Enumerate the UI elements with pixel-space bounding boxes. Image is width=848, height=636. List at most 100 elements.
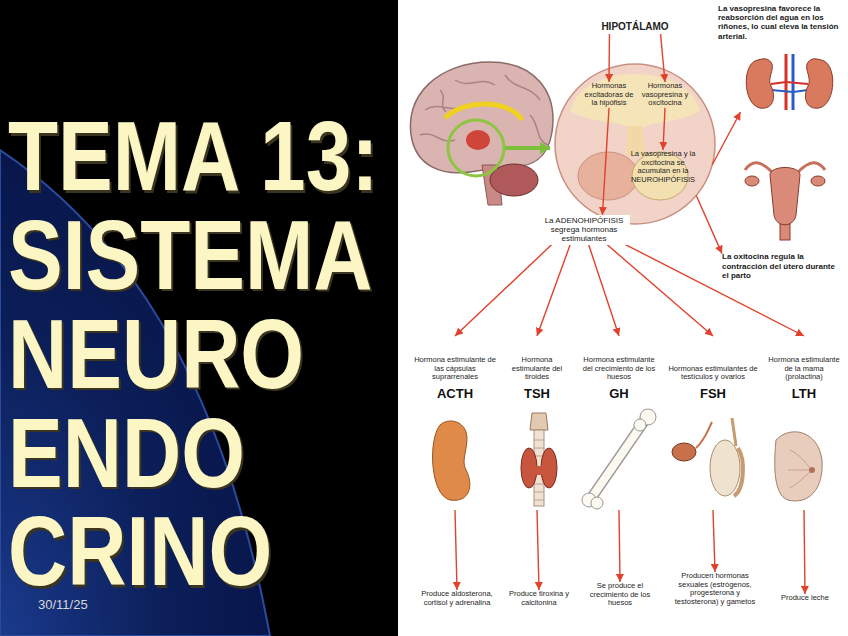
bone-illustration	[591, 497, 603, 509]
bone-illustration	[582, 409, 656, 509]
hormone-abbreviation: TSH	[504, 386, 570, 401]
brain-illustration	[505, 146, 550, 150]
brain-illustration	[410, 62, 553, 173]
uterus-illustration	[811, 176, 825, 186]
caption-text: La vasopresina favorece la reabsorción d…	[718, 4, 843, 41]
thyroid-illustration	[534, 440, 544, 500]
heading-text: HIPOTÁLAMO	[601, 21, 668, 32]
title-block: TEMA 13: SISTEMA NEURO ENDO CRINO	[8, 107, 396, 522]
date-label: 30/11/25	[38, 597, 88, 612]
effect-text: Se produce el crecimiento de los huesos	[582, 582, 658, 608]
gonad-illustration	[696, 422, 712, 448]
kidney-illustration	[746, 54, 833, 110]
hormone-abbreviation: ACTH	[412, 386, 498, 401]
brain-illustration	[448, 120, 504, 176]
brain-illustration	[490, 164, 538, 196]
hormone-column: Hormona estimulante del tiroidesTSH	[504, 336, 570, 510]
hormone-abbreviation: LTH	[766, 386, 842, 401]
brain-illustration	[410, 62, 553, 205]
effect-description: Producen hormonas sexuales (estrógenos, …	[668, 572, 762, 607]
arrow-connector	[537, 245, 570, 336]
body-text: La vasopresina y la oxcitocina se acumul…	[628, 150, 698, 185]
uterus-caption: La oxitocina regula la contracción del ú…	[722, 148, 843, 280]
body-text: Hormonas vasopresina y oxcitocina	[640, 82, 690, 108]
thyroid-illustration	[533, 466, 545, 475]
hormone-column: Hormona estimulante de la mama (prolacti…	[766, 336, 842, 510]
hormone-description: Hormonas estimulantes de testículos y ov…	[666, 336, 760, 382]
hypothalamus-circle: HIPOTÁLAMO Hormonas excitadoras de la hip…	[556, 16, 714, 230]
hormone-column: Hormonas estimulantes de testículos y ov…	[666, 336, 760, 510]
anterior-lobe	[578, 152, 638, 200]
brain-illustration	[445, 104, 522, 120]
effect-text: Produce tiroxina y calcitonina	[506, 590, 572, 607]
kidney-illustration	[786, 82, 808, 84]
kidney-illustration	[806, 59, 833, 108]
uterus-illustration	[798, 163, 825, 172]
gonad-illustration	[672, 418, 743, 496]
uterus-illustration	[780, 224, 790, 240]
arrow-connector	[619, 510, 620, 582]
body-text: La ADENOHIPÓFISIS segrega hormonas estim…	[538, 215, 630, 245]
hormone-description: Hormona estimulante de las cápsulas supr…	[412, 336, 498, 382]
bone-illustration	[592, 420, 645, 497]
arrow-connector	[455, 510, 457, 590]
thyroid-illustration	[521, 413, 557, 506]
arrow-connector	[537, 510, 539, 590]
hormone-description: Hormona estimulante del tiroides	[504, 336, 570, 382]
effect-description: Produce tiroxina y calcitonina	[506, 590, 572, 607]
neurohypophysis-label: La vasopresina y la oxcitocina se acumul…	[628, 150, 698, 185]
uterus-illustration	[770, 168, 800, 225]
hormone-abbreviation: GH	[578, 386, 660, 401]
gonad-illustration	[710, 440, 740, 496]
arrow-connector	[607, 245, 713, 336]
gonad-illustration	[734, 448, 743, 496]
breast-illustration	[809, 467, 815, 473]
breast-illustration	[775, 432, 822, 501]
hypothalamus-shape	[570, 74, 700, 128]
effect-description: Produce aldosterona, cortisol y adrenali…	[410, 590, 504, 607]
breast-illustration	[775, 432, 822, 501]
magnified-circle	[555, 64, 715, 224]
effect-description: Se produce el crecimiento de los huesos	[582, 582, 658, 608]
arrow-connector	[589, 245, 619, 336]
hormone-label: Hormonas vasopresina y oxcitocina	[640, 82, 690, 108]
arrow-connector	[455, 245, 552, 336]
circle-outline	[556, 16, 714, 230]
effect-text: Produce leche	[770, 594, 840, 603]
hormone-description: Hormona estimulante del crecimiento de l…	[578, 336, 660, 382]
brain-illustration	[466, 130, 490, 150]
thyroid-illustration	[530, 413, 548, 430]
uterus-illustration	[745, 163, 825, 240]
gonad-illustration	[732, 418, 736, 446]
kidney-caption: La vasopresina favorece la reabsorción d…	[718, 4, 843, 112]
adenohypophysis-label: La ADENOHIPÓFISIS segrega hormonas estim…	[538, 215, 630, 245]
slide-background	[0, 0, 398, 636]
arrow-connector	[713, 510, 715, 572]
effect-description: Produce leche	[770, 594, 840, 603]
bone-illustration	[634, 419, 646, 431]
hormone-label: Hormonas excitadoras de la hipófisis	[584, 82, 634, 108]
kidney-illustration	[746, 59, 773, 108]
arrow-connector	[804, 510, 805, 594]
uterus-illustration	[745, 176, 759, 186]
adrenal-illustration	[433, 421, 470, 500]
arrow-connector	[696, 195, 722, 253]
bone-illustration	[592, 420, 645, 497]
body-text: Hormonas excitadoras de la hipófisis	[584, 82, 634, 108]
hormone-description: Hormona estimulante de la mama (prolacti…	[766, 336, 842, 382]
thyroid-illustration	[534, 430, 544, 506]
hormone-abbreviation: FSH	[666, 386, 760, 401]
effect-text: Produce aldosterona, cortisol y adrenali…	[410, 590, 504, 607]
slide-title: TEMA 13: SISTEMA NEURO ENDO CRINO	[8, 107, 396, 601]
breast-illustration	[788, 450, 810, 488]
uterus-illustration	[745, 163, 772, 172]
kidney-illustration	[771, 90, 793, 92]
hormone-column: Hormona estimulante de las cápsulas supr…	[412, 336, 498, 510]
hormone-column: Hormona estimulante del crecimiento de l…	[578, 336, 660, 510]
arrow-connector	[712, 112, 740, 165]
slide-background	[398, 0, 848, 636]
kidney-illustration	[771, 82, 786, 84]
adrenal-illustration	[433, 421, 470, 500]
caption-text: La oxitocina regula la contracción del ú…	[722, 252, 843, 280]
